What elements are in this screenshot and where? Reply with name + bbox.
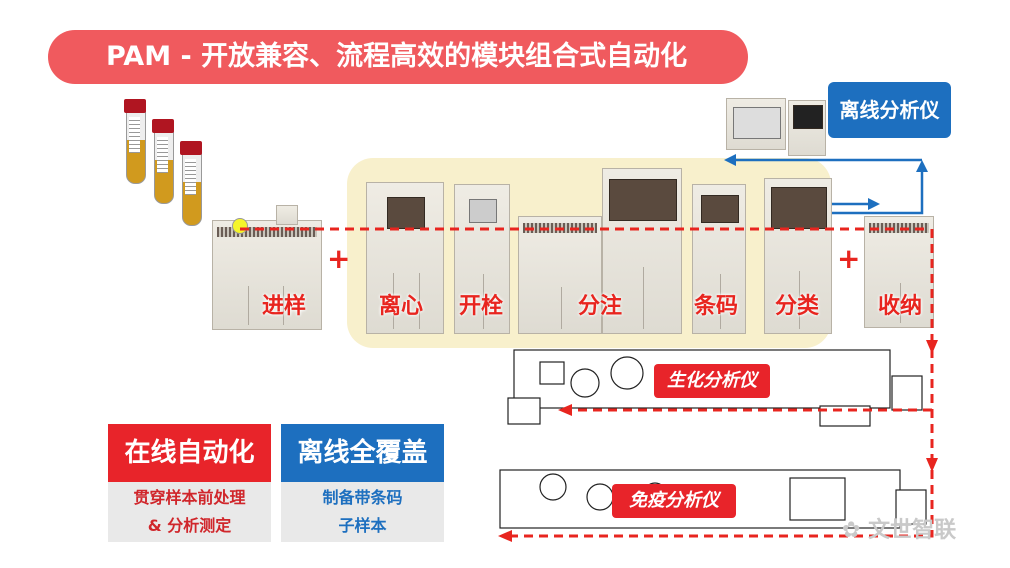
module-label-centrifuge: 离心 [378, 294, 424, 319]
tube-icon [124, 99, 146, 184]
offline-panel-line1: 制备带条码 [322, 488, 403, 507]
online-panel-body: 贯穿样本前处理 & 分析测定 [108, 482, 271, 542]
decap-module [454, 184, 510, 334]
offline-analyzer-tag: 离线分析仪 [828, 82, 951, 138]
module-label-storage: 收纳 [877, 294, 923, 319]
plus-sign-right: + [837, 242, 861, 275]
plus-sign-left: + [327, 242, 351, 275]
centrifuge-module [366, 182, 444, 334]
online-panel-line1: 贯穿样本前处理 [133, 488, 246, 507]
storage-module [864, 216, 934, 328]
offline-analyzer-machine [726, 98, 786, 150]
immuno-analyzer-tag: 免疫分析仪 [612, 484, 736, 518]
watermark-text: 文世智联 [868, 518, 957, 543]
tube-icon [180, 141, 202, 226]
biochem-analyzer-tag: 生化分析仪 [654, 364, 770, 398]
offline-panel-line2: 子样本 [338, 516, 387, 535]
sort-module [764, 178, 832, 334]
module-label-sort: 分类 [774, 294, 820, 319]
module-label-barcode: 条码 [693, 294, 739, 319]
online-panel-title: 在线自动化 [108, 424, 271, 482]
module-label-aliquot: 分注 [577, 294, 623, 319]
offline-panel-body: 制备带条码 子样本 [281, 482, 444, 542]
offline-panel-title: 离线全覆盖 [281, 424, 444, 482]
wechat-icon: ✿ [842, 518, 869, 543]
module-label-decap: 开栓 [458, 294, 504, 319]
barcode-module [692, 184, 746, 334]
module-label-input: 进样 [261, 294, 307, 319]
tube-icon [152, 119, 174, 204]
offline-analyzer-monitor [788, 100, 826, 156]
watermark: ✿ 文世智联 [842, 512, 956, 544]
online-panel-line2: & 分析测定 [147, 516, 232, 535]
input-module [212, 220, 322, 330]
aliquot-module-b [602, 168, 682, 334]
page-title: PAM - 开放兼容、流程高效的模块组合式自动化 [48, 30, 748, 84]
input-module-top [276, 205, 298, 225]
